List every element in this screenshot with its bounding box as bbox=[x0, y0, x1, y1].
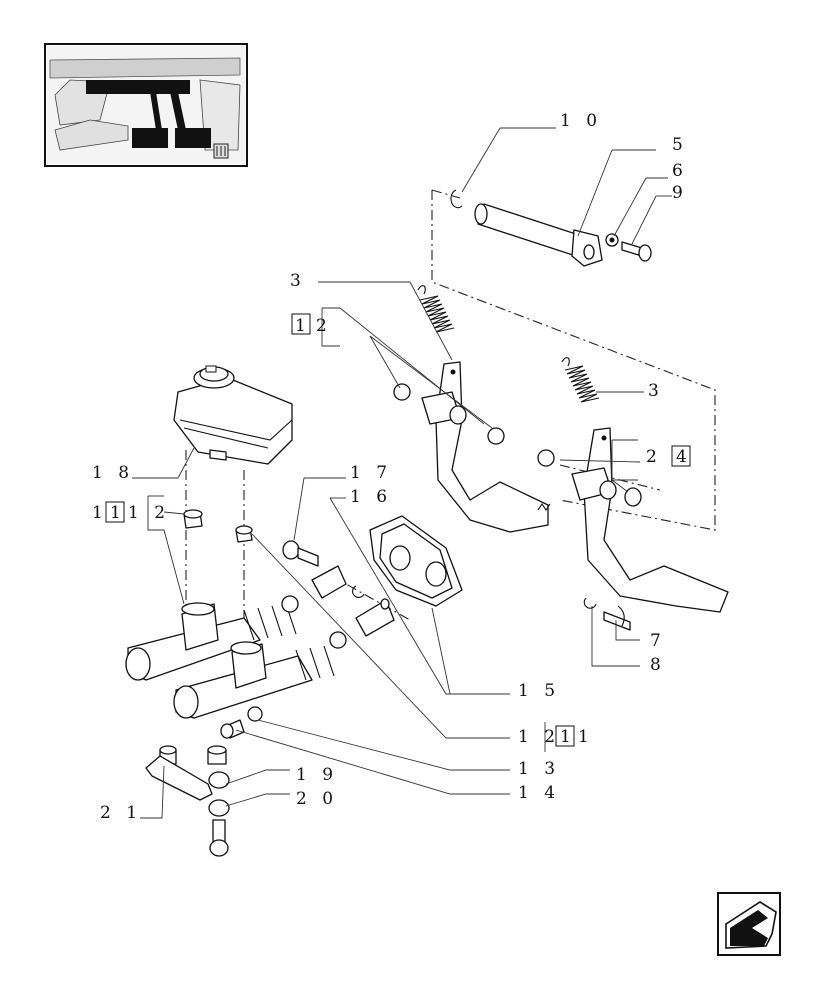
master-cylinder-upper bbox=[125, 595, 299, 681]
callout-6: 6 bbox=[672, 161, 688, 181]
callout-15: 1 5 bbox=[518, 681, 560, 701]
master-cylinder-lower bbox=[173, 631, 347, 719]
callout-17: 1 7 bbox=[350, 463, 392, 483]
callout-3-top: 3 bbox=[290, 271, 306, 291]
callout-13: 1 3 bbox=[518, 759, 560, 779]
fluid-reservoir bbox=[173, 365, 293, 465]
callout-19: 1 9 bbox=[296, 765, 338, 785]
gasket-plate bbox=[369, 515, 463, 607]
callout-12-top-prefix: 1 bbox=[295, 316, 311, 336]
callout-10: 1 0 bbox=[560, 111, 602, 131]
callout-2-box: 4 bbox=[676, 447, 692, 467]
callout-12-bottom-suffix: 1 bbox=[578, 727, 594, 747]
callout-9: 9 bbox=[672, 183, 688, 203]
callout-12-top: 2 bbox=[316, 316, 332, 336]
callout-12-bottom: 1 2 bbox=[518, 727, 560, 747]
callout-2: 2 bbox=[646, 447, 662, 467]
pedal-shaft bbox=[450, 189, 652, 267]
return-spring-right bbox=[561, 357, 600, 403]
callout-18: 1 8 bbox=[92, 463, 134, 483]
callout-14: 1 4 bbox=[518, 783, 560, 803]
callout-11: 1 2 bbox=[128, 503, 170, 523]
callout-5: 5 bbox=[672, 135, 688, 155]
callout-21: 2 1 bbox=[100, 803, 142, 823]
tractor-pedals-thumbnail bbox=[44, 43, 248, 167]
clutch-pedal-left bbox=[393, 361, 551, 533]
callout-20: 2 0 bbox=[296, 789, 338, 809]
callout-11-prefix: 1 bbox=[92, 503, 108, 523]
callout-12-bottom-box: 1 bbox=[560, 727, 576, 747]
brake-pedal-right bbox=[537, 427, 729, 613]
callout-3-right: 3 bbox=[648, 381, 664, 401]
callout-7: 7 bbox=[650, 631, 666, 651]
back-arrow-icon[interactable] bbox=[717, 892, 781, 956]
callout-8: 8 bbox=[650, 655, 666, 675]
callout-16: 1 6 bbox=[350, 487, 392, 507]
return-spring-left bbox=[417, 285, 455, 333]
callout-11-box: 1 bbox=[110, 503, 126, 523]
